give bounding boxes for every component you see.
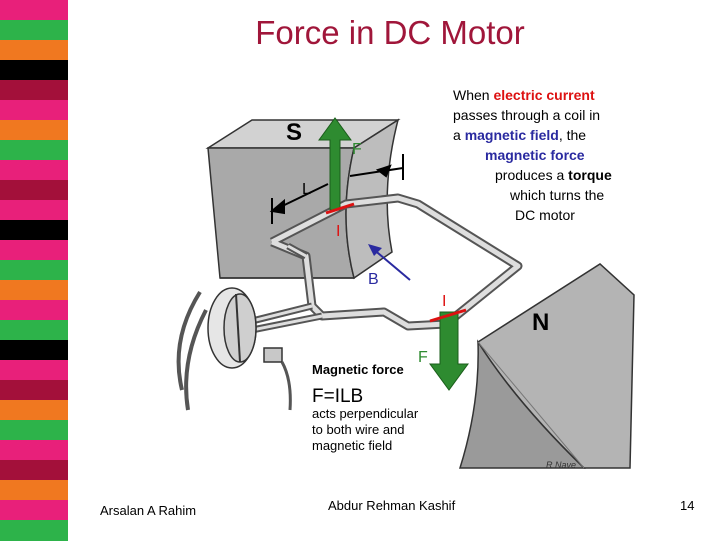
caption-segment: DC motor [515,207,575,223]
stripe-block [0,500,68,521]
field-label: B [368,271,379,288]
caption-line: which turns the [509,187,604,203]
caption-line: When electric current [453,87,595,103]
page-number: 14 [680,498,694,513]
current-top-label: I [336,223,340,240]
pole-s-label: S [286,119,302,146]
force-top-label: F [352,141,362,158]
stripe-block [0,240,68,261]
current-bottom-label: I [442,293,446,310]
stripe-block [0,80,68,101]
length-label: L [302,181,311,198]
footer-author-center: Abdur Rehman Kashif [328,498,455,513]
stripe-block [0,100,68,121]
caption-segment: torque [568,167,612,183]
stripe-block [0,460,68,481]
stripe-block [0,360,68,381]
pole-n-label: N [532,309,549,336]
stripe-block [0,40,68,61]
caption-line: passes through a coil in [453,107,600,123]
stripe-block [0,340,68,361]
caption-segment: which turns the [509,187,604,203]
stripe-block [0,60,68,81]
caption: When electric current passes through a co… [453,87,612,223]
caption-segment: produces a [495,167,568,183]
stripe-block [0,160,68,181]
caption-segment: When [453,87,493,103]
stripe-block [0,180,68,201]
force-note-line: magnetic field [312,438,392,453]
slide-title: Force in DC Motor [160,14,620,52]
caption-line: a magnetic field, the [453,127,586,143]
force-note-line: acts perpendicular [312,406,419,421]
stripe-block [0,280,68,301]
stripe-block [0,380,68,401]
stripe-block [0,140,68,161]
caption-line: produces a torque [495,167,612,183]
image-credit: R Nave [546,460,576,470]
dc-motor-diagram: S N F L I B I F When electric current pas… [160,80,640,472]
stripe-block [0,120,68,141]
stripe-block [0,420,68,441]
caption-line: magnetic force [485,147,585,163]
caption-segment: electric current [493,87,594,103]
stripe-block [0,0,68,21]
caption-segment: , the [559,127,586,143]
stripe-block [0,400,68,421]
stripe-block [0,200,68,221]
force-heading: Magnetic force [312,362,404,377]
stripe-block [0,300,68,321]
stripe-block [0,440,68,461]
stripe-block [0,260,68,281]
caption-segment: magnetic force [485,147,585,163]
stripe-block [0,20,68,41]
decorative-stripe [0,0,68,540]
force-bottom-label: F [418,349,428,366]
stripe-block [0,320,68,341]
caption-segment: magnetic field [465,127,559,143]
stripe-block [0,480,68,501]
stripe-block [0,220,68,241]
commutator [179,288,291,410]
caption-segment: passes through a coil in [453,107,600,123]
stripe-block [0,520,68,541]
caption-line: DC motor [515,207,575,223]
force-note-line: to both wire and [312,422,405,437]
caption-segment: a [453,127,465,143]
footer-author-left: Arsalan A Rahim [100,503,196,518]
force-formula: F=ILB [312,386,363,407]
